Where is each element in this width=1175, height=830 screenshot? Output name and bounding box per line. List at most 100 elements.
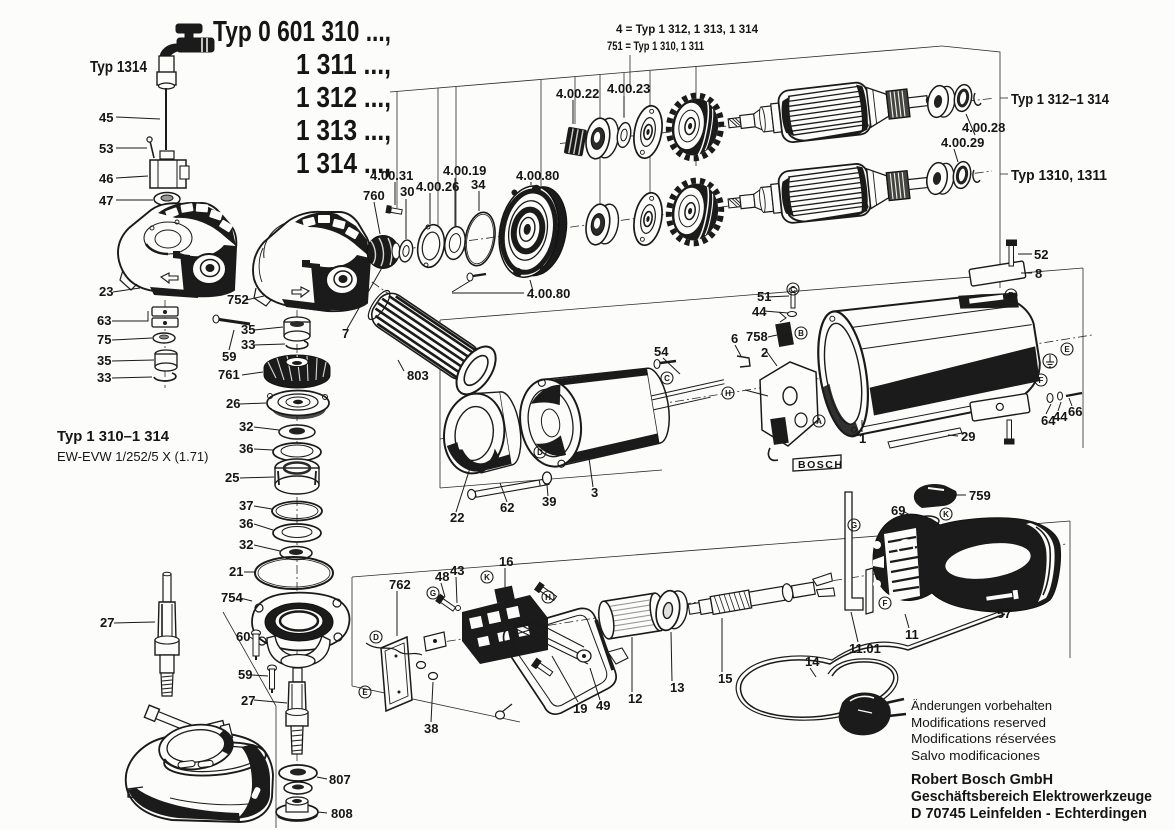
svg-text:64: 64	[1041, 413, 1056, 428]
svg-text:758: 758	[746, 329, 768, 344]
svg-text:46: 46	[99, 171, 113, 186]
svg-text:G: G	[430, 589, 436, 598]
svg-text:53: 53	[99, 141, 113, 156]
svg-text:75: 75	[97, 332, 111, 347]
svg-text:Modifications réservées: Modifications réservées	[911, 731, 1057, 746]
svg-text:52: 52	[1034, 247, 1048, 262]
svg-text:D: D	[537, 448, 543, 457]
svg-text:761: 761	[218, 367, 240, 382]
svg-text:30: 30	[400, 184, 414, 199]
svg-text:57: 57	[997, 606, 1011, 621]
svg-text:35: 35	[97, 353, 111, 368]
svg-text:48: 48	[435, 569, 449, 584]
svg-text:Modifications reserved: Modifications reserved	[911, 715, 1046, 730]
svg-text:29: 29	[961, 429, 975, 444]
svg-text:15: 15	[718, 671, 732, 686]
svg-text:1 313 ...,: 1 313 ...,	[296, 115, 391, 147]
svg-text:43: 43	[450, 563, 464, 578]
svg-text:23: 23	[99, 284, 113, 299]
svg-text:7: 7	[342, 326, 349, 341]
svg-text:F: F	[1039, 376, 1044, 385]
svg-text:F: F	[883, 599, 888, 608]
svg-text:K: K	[943, 510, 949, 519]
svg-text:Salvo modificaciones: Salvo modificaciones	[911, 748, 1041, 763]
svg-text:66: 66	[1068, 404, 1082, 419]
svg-text:752: 752	[227, 292, 249, 307]
svg-text:E: E	[1064, 345, 1070, 354]
svg-text:4.00.80: 4.00.80	[516, 168, 559, 183]
svg-text:1 312 ...,: 1 312 ...,	[296, 82, 391, 114]
svg-text:8: 8	[1035, 266, 1042, 281]
svg-text:Typ 1314: Typ 1314	[90, 59, 147, 76]
svg-text:60: 60	[236, 629, 250, 644]
svg-text:4.00.31: 4.00.31	[370, 168, 413, 183]
svg-text:A: A	[816, 417, 822, 426]
svg-text:4.00.22: 4.00.22	[556, 86, 599, 101]
svg-text:759: 759	[969, 488, 991, 503]
svg-text:19: 19	[573, 701, 587, 716]
svg-text:32: 32	[239, 537, 253, 552]
svg-text:32: 32	[239, 419, 253, 434]
svg-text:13: 13	[670, 680, 684, 695]
svg-text:C: C	[790, 285, 796, 294]
svg-text:D: D	[373, 633, 379, 642]
svg-text:59: 59	[238, 667, 252, 682]
svg-text:Änderungen vorbehalten: Änderungen vorbehalten	[911, 698, 1052, 713]
svg-text:1 314 ...,: 1 314 ...,	[296, 148, 391, 180]
svg-text:35: 35	[241, 322, 255, 337]
svg-text:4.00.23: 4.00.23	[607, 81, 650, 96]
svg-text:59: 59	[222, 349, 236, 364]
svg-text:69: 69	[891, 503, 905, 518]
svg-text:27: 27	[100, 615, 114, 630]
svg-text:Typ 1 312–1 314: Typ 1 312–1 314	[1011, 91, 1110, 108]
svg-text:Typ 1 310–1 314: Typ 1 310–1 314	[57, 428, 170, 445]
svg-text:760: 760	[363, 188, 385, 203]
svg-text:3: 3	[591, 485, 598, 500]
svg-text:4.00.29: 4.00.29	[941, 135, 984, 150]
svg-text:62: 62	[500, 500, 514, 515]
svg-text:E: E	[362, 688, 368, 697]
svg-text:4.00.28: 4.00.28	[962, 120, 1005, 135]
svg-text:44: 44	[752, 304, 767, 319]
svg-text:1 311 ...,: 1 311 ...,	[296, 49, 391, 81]
svg-text:54: 54	[654, 344, 669, 359]
svg-text:44: 44	[1053, 409, 1068, 424]
svg-text:34: 34	[471, 177, 486, 192]
svg-text:H: H	[725, 389, 731, 398]
svg-text:Geschäftsbereich Elektrowerkze: Geschäftsbereich Elektrowerkzeuge	[911, 789, 1152, 805]
svg-text:47: 47	[99, 193, 113, 208]
svg-text:14: 14	[805, 654, 820, 669]
svg-text:26: 26	[226, 396, 240, 411]
svg-text:27: 27	[241, 693, 255, 708]
svg-text:751 = Typ 1 310, 1 311: 751 = Typ 1 310, 1 311	[607, 41, 704, 53]
svg-text:11.01: 11.01	[849, 641, 881, 656]
svg-text:B: B	[1008, 291, 1014, 300]
svg-text:K: K	[484, 573, 490, 582]
svg-text:21: 21	[229, 564, 243, 579]
svg-text:B: B	[798, 329, 804, 338]
svg-text:38: 38	[424, 721, 438, 736]
svg-text:4.00.80: 4.00.80	[527, 286, 570, 301]
svg-text:754: 754	[221, 590, 243, 605]
svg-text:4.00.26: 4.00.26	[416, 179, 459, 194]
svg-text:BOSCH: BOSCH	[798, 459, 843, 471]
svg-text:33: 33	[241, 337, 255, 352]
svg-text:11: 11	[905, 627, 919, 642]
svg-text:16: 16	[499, 554, 513, 569]
svg-text:762: 762	[389, 577, 411, 592]
svg-text:22: 22	[450, 510, 464, 525]
svg-text:C: C	[664, 374, 670, 383]
svg-text:2: 2	[761, 345, 768, 360]
svg-text:4.00.19: 4.00.19	[443, 163, 486, 178]
svg-text:Typ 0 601 310 ...,: Typ 0 601 310 ...,	[213, 16, 391, 48]
svg-text:G: G	[851, 521, 857, 530]
svg-text:12: 12	[628, 691, 642, 706]
svg-text:807: 807	[329, 772, 351, 787]
svg-text:63: 63	[97, 313, 111, 328]
svg-text:36: 36	[239, 516, 253, 531]
svg-text:37: 37	[239, 498, 253, 513]
svg-text:Typ 1310, 1311: Typ 1310, 1311	[1011, 167, 1107, 184]
svg-text:H: H	[545, 593, 551, 602]
svg-text:33: 33	[97, 370, 111, 385]
svg-text:Robert Bosch GmbH: Robert Bosch GmbH	[911, 772, 1053, 788]
